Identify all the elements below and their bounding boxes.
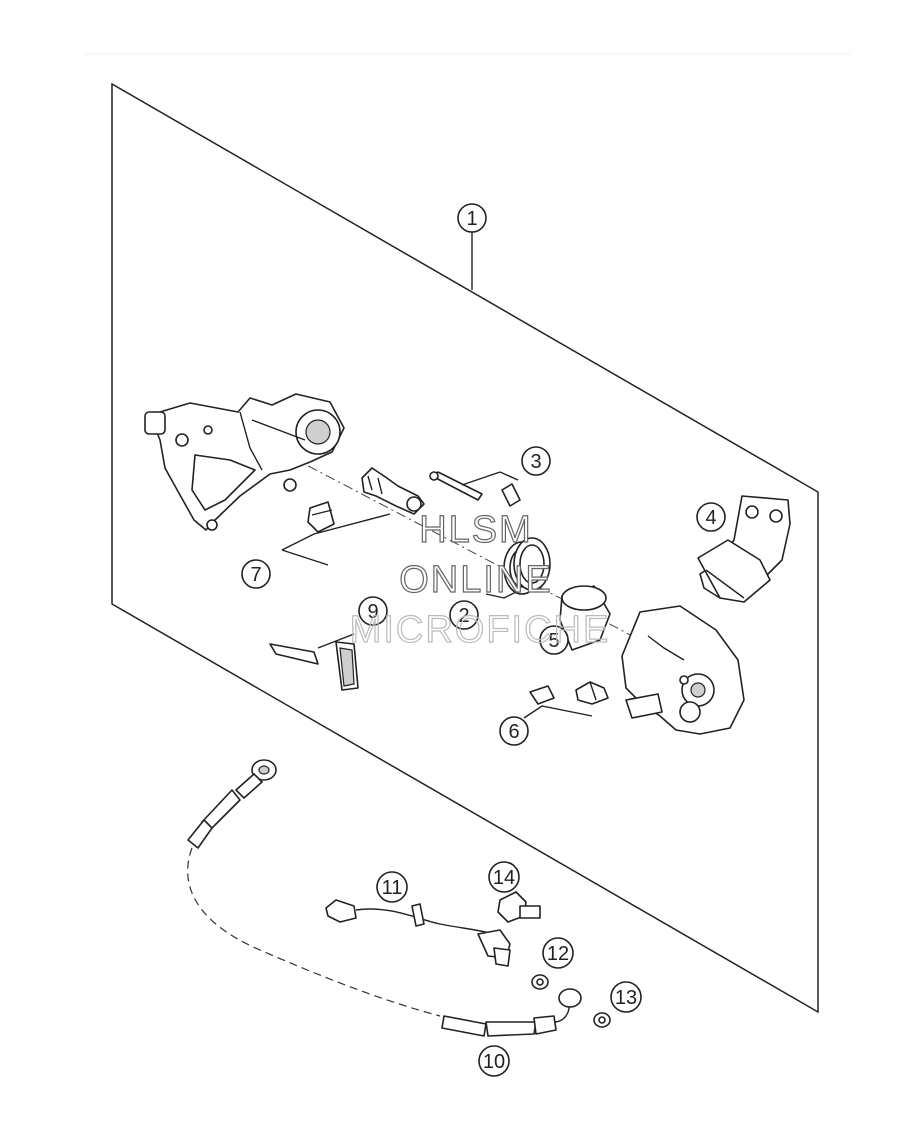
callout-1[interactable]: 1 [457,203,487,233]
leader-7 [281,513,391,566]
callout-12[interactable]: 12 [542,937,574,969]
leader-6 [523,705,593,719]
brake-light-switch-part-11[interactable] [325,899,511,967]
callout-4[interactable]: 4 [696,502,726,532]
callout-1-label: 1 [466,208,477,230]
brake-pads-part-4[interactable] [697,495,791,603]
slide-pin-part-7[interactable] [361,467,425,515]
pin-part-3[interactable] [429,471,521,507]
callout-3[interactable]: 3 [521,446,551,476]
callout-6-label: 6 [508,721,519,743]
piston-part-5[interactable] [559,585,611,651]
leader-3 [461,471,519,486]
callout-2-label: 2 [458,605,469,627]
callout-5-label: 5 [548,630,559,652]
callout-14-label: 14 [493,867,515,889]
callout-6[interactable]: 6 [499,716,529,746]
callout-11-label: 11 [382,877,403,899]
callout-7-label: 7 [250,564,261,586]
seal-kit-part-2[interactable] [503,537,551,595]
brake-hose-part-10[interactable] [187,759,582,1037]
watermark-line-3: MICROFICHE [350,609,611,651]
watermark: HLSM ONLINE MICROFICHE [349,508,611,651]
callout-9[interactable]: 9 [358,596,388,626]
caliper-body[interactable] [621,605,745,735]
callout-13-label: 13 [615,987,637,1009]
watermark-line-1: HLSM [419,509,533,551]
callout-9-label: 9 [367,601,378,623]
washer-part-13[interactable] [593,1012,611,1028]
boot-part-7[interactable] [307,501,335,533]
stickers-part-9[interactable] [269,641,359,691]
leader-9 [317,633,355,649]
watermark-line-2: ONLINE [399,559,552,601]
callout-13[interactable]: 13 [610,981,642,1013]
callout-14[interactable]: 14 [488,861,520,893]
callout-7[interactable]: 7 [241,559,271,589]
callout-2[interactable]: 2 [449,600,479,630]
callout-3-label: 3 [530,451,541,473]
banjo-bolt-part-14[interactable] [497,891,541,923]
callout-10-label: 10 [483,1051,505,1073]
caliper-bracket[interactable] [144,393,345,531]
callout-11[interactable]: 11 [376,871,408,903]
callout-5[interactable]: 5 [539,625,569,655]
bleeder-part-6[interactable] [529,681,609,705]
callout-10[interactable]: 10 [478,1045,510,1077]
washer-part-12[interactable] [531,974,549,990]
leader-2 [485,589,521,599]
callout-12-label: 12 [547,943,569,965]
assembly-panel [111,82,819,1014]
callout-4-label: 4 [705,507,716,529]
